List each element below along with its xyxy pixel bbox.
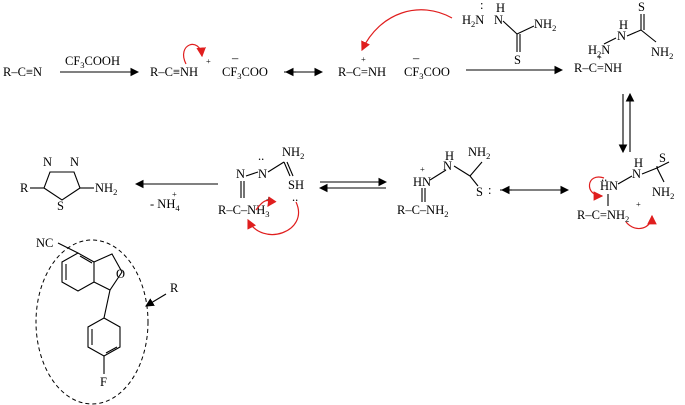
- adduct2-n: N: [632, 167, 641, 181]
- tsc-lonepair: :: [480, 0, 483, 12]
- benzo-ring: [61, 252, 95, 292]
- adduct4-n1: N: [236, 167, 245, 181]
- adduct4-sh-lonepair: ..: [292, 190, 298, 204]
- curved-arrow-2: [588, 176, 605, 201]
- curved-arrow-1: [183, 43, 206, 65]
- furan-ring: [93, 253, 123, 291]
- loss-nh4: - NH4: [150, 197, 180, 213]
- dashed-ellipse: [35, 239, 149, 405]
- thiadiazole-ring: [43, 171, 81, 201]
- reagent-tfa: CF3COOH: [65, 54, 120, 70]
- adduct3-hn: HN: [413, 175, 431, 189]
- adduct4-n2: N: [258, 167, 267, 181]
- adduct2-plus: +: [636, 199, 641, 209]
- adduct2-lonepair: ..: [601, 170, 607, 184]
- thiadiazole-nh2: NH2: [95, 181, 117, 197]
- adduct2-nh2: NH2: [652, 185, 674, 201]
- adduct3-h: H: [445, 149, 454, 163]
- nitrile-label: R–C≡N: [3, 65, 42, 79]
- curved-arrow-3: [625, 214, 657, 230]
- adduct2-r: R–C=NH2: [577, 208, 629, 224]
- adduct3-nh2: NH2: [468, 145, 490, 161]
- carbocation-plus: +: [361, 54, 366, 64]
- adduct4-r: R–C–NH3: [218, 203, 269, 219]
- adduct1-h: H: [619, 18, 628, 32]
- curved-arrow-nucleophile: [361, 9, 453, 52]
- adduct3-r: R–C–NH2: [397, 203, 448, 219]
- tsc-s: S: [514, 53, 521, 67]
- carbocation-label: R–C=NH: [338, 65, 386, 79]
- loss-nh4-plus: +: [172, 189, 177, 199]
- citalopram-f: F: [100, 375, 107, 389]
- adduct2-s: S: [659, 151, 666, 165]
- nitrilium-plus: +: [206, 56, 211, 66]
- tsc-h: H: [496, 1, 505, 15]
- nitrilium-label: R–C≡NH: [150, 65, 198, 79]
- tsc-h2n: H2N: [462, 13, 484, 29]
- adduct3-n: N: [443, 159, 452, 173]
- adduct2-h: H: [634, 156, 643, 170]
- citalopram-nc: NC: [36, 236, 53, 250]
- curved-arrow-4: [255, 196, 277, 211]
- tsc-nh2: NH2: [534, 17, 556, 33]
- adduct1-r: R–C=NH: [574, 61, 622, 75]
- adduct4-nh2: NH2: [282, 145, 304, 161]
- counterion-1: CF3COO: [222, 65, 268, 81]
- adduct4-lonepair: ..: [258, 149, 264, 163]
- adduct2-hn: HN: [600, 179, 618, 193]
- counterion-1-minus: –: [231, 51, 239, 65]
- thiadiazole-n1: N: [43, 155, 52, 169]
- citalopram-r: R: [170, 281, 179, 295]
- curved-arrow-5: [247, 201, 299, 236]
- adduct3-s-lonepair: :: [488, 183, 491, 197]
- adduct3-s: S: [476, 185, 483, 199]
- counterion-2: CF3COO: [404, 65, 450, 81]
- adduct1-n: N: [617, 29, 626, 43]
- adduct1-h2n: H2N: [588, 43, 610, 59]
- citalopram-o: O: [116, 267, 125, 281]
- fluorophenyl-ring: [87, 317, 121, 357]
- tsc-n: N: [494, 13, 503, 27]
- adduct1-nh2: NH2: [651, 45, 673, 61]
- adduct4-sh: SH: [288, 178, 304, 192]
- thiadiazole-s: S: [57, 199, 64, 213]
- counterion-2-minus: –: [412, 51, 420, 65]
- r-pointer-arrow: [145, 293, 167, 307]
- adduct4-plus: +: [266, 194, 271, 204]
- thiadiazole-r: R: [20, 181, 29, 195]
- adduct1-s: S: [638, 0, 645, 14]
- thiadiazole-n2: N: [70, 155, 79, 169]
- adduct1-plus: +: [597, 52, 602, 62]
- adduct3-plus: +: [420, 164, 425, 174]
